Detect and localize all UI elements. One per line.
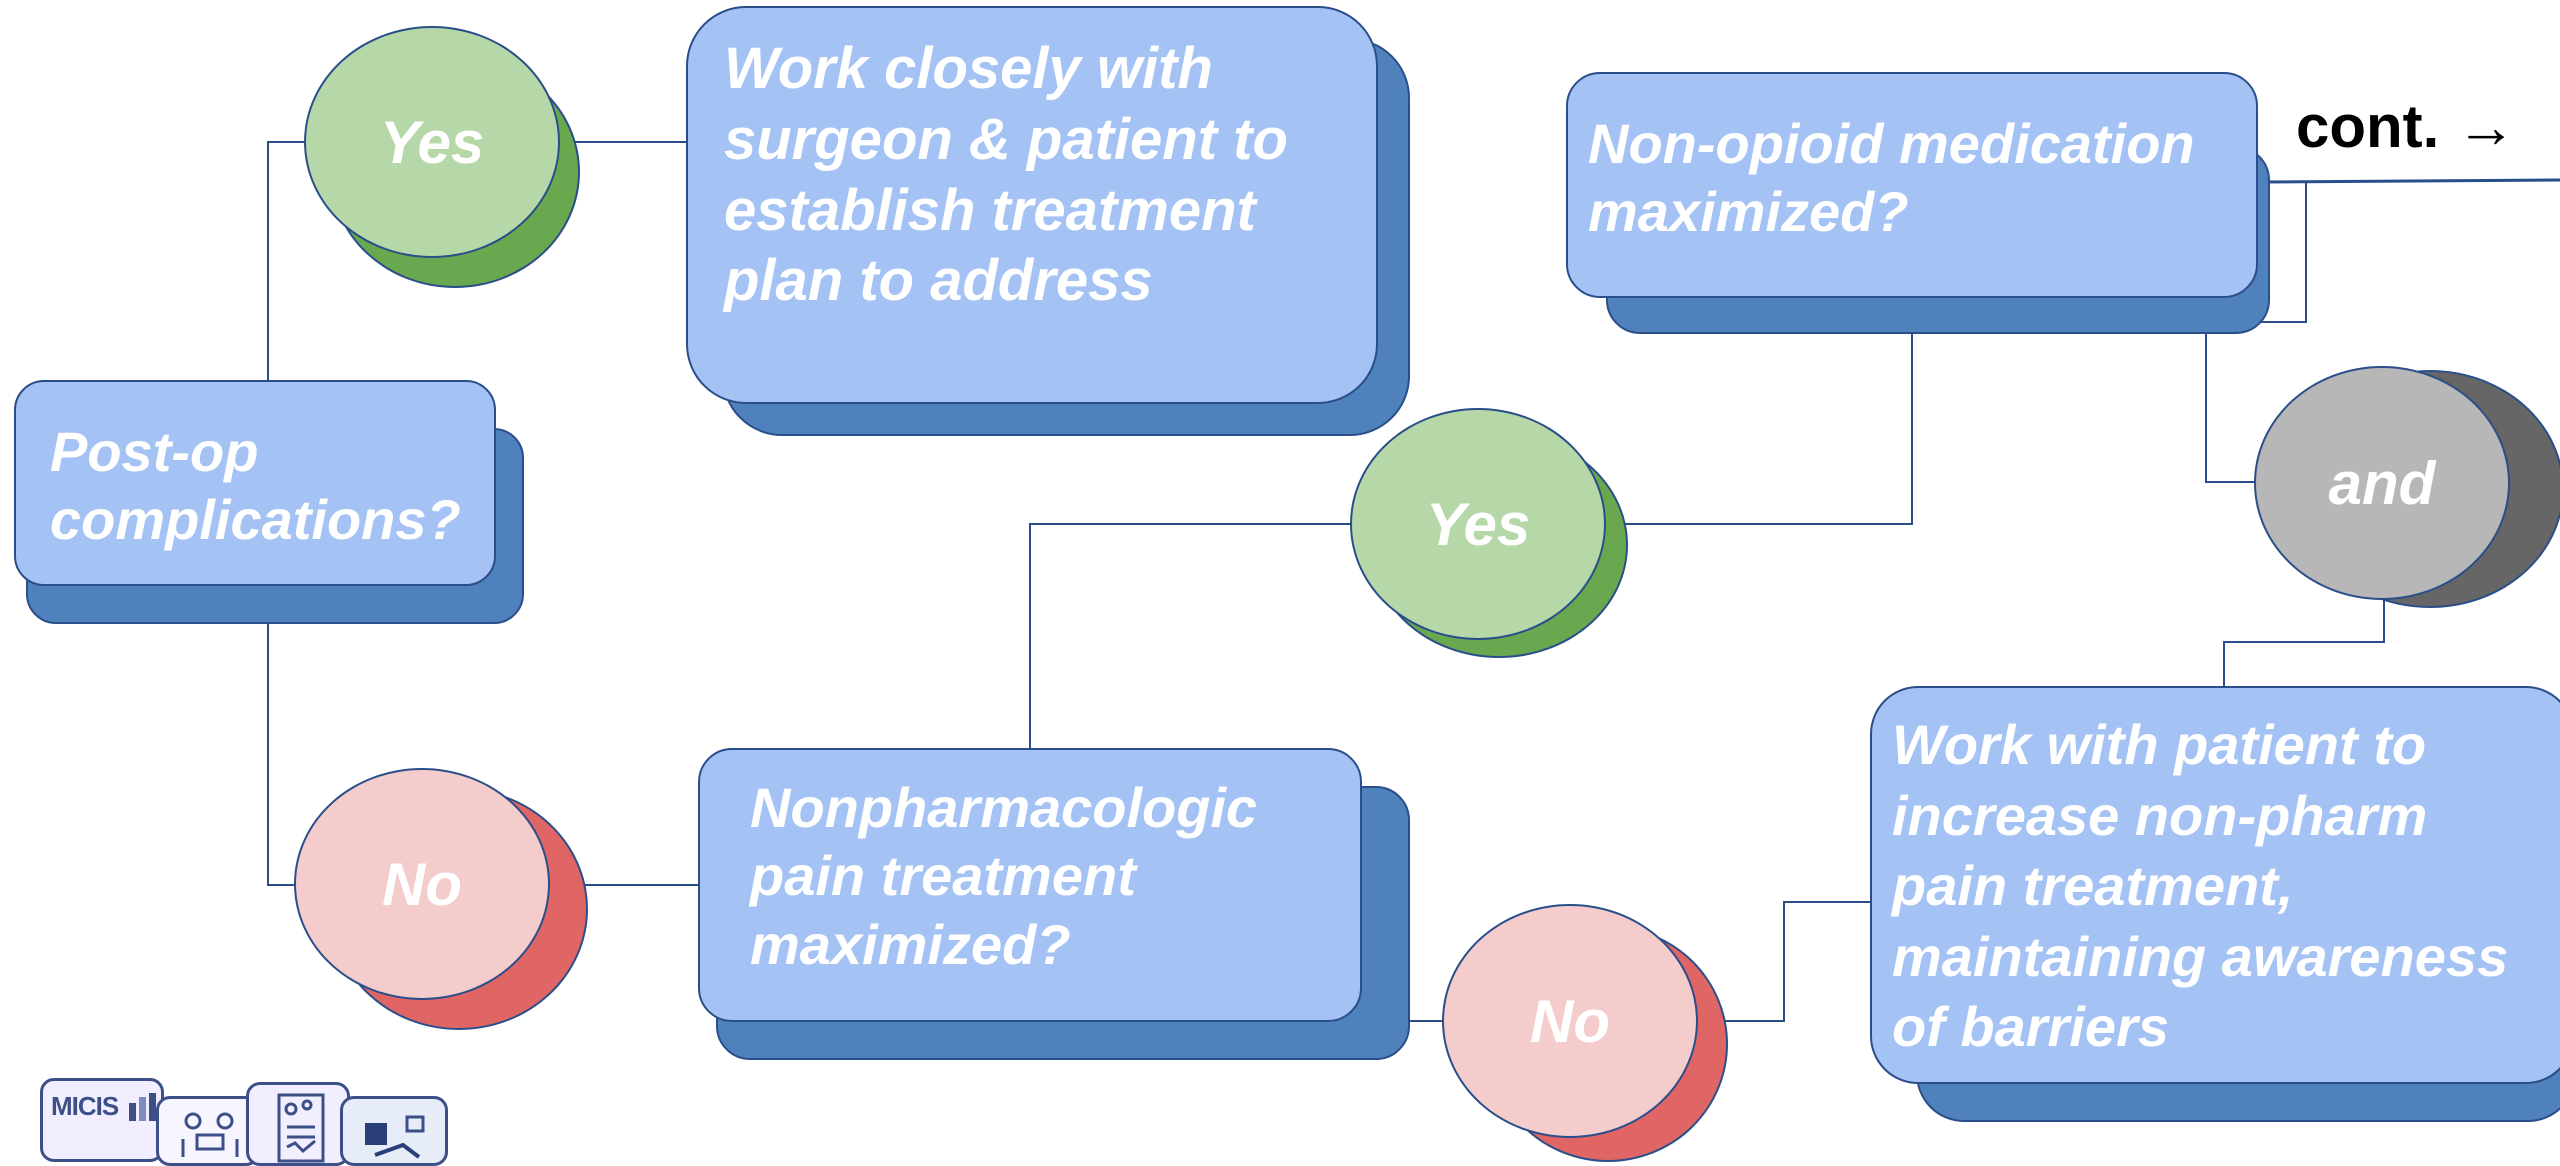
connector-nonopioid-to-cont — [2261, 178, 2560, 184]
connector-nonpharm-to-yes — [1029, 523, 1354, 748]
and-label: and — [2328, 449, 2436, 517]
connector-no-to-workpatient — [1696, 901, 1872, 1022]
nonopioid-maximized-box: Non-opioid medication maximized? — [1566, 72, 2258, 298]
no-left-oval: No — [294, 768, 550, 1000]
no-right-oval: No — [1442, 904, 1698, 1138]
yes-top-label: Yes — [379, 108, 485, 176]
micis-logo: MICIS — [40, 1078, 460, 1166]
checklist-icon — [246, 1082, 350, 1166]
yes-mid-label: Yes — [1425, 490, 1531, 558]
work-with-patient-box: Work with patient to increase non-pharm … — [1870, 686, 2560, 1084]
post-op-complications-box: Post-op complications? — [14, 380, 496, 586]
yes-top-oval: Yes — [304, 26, 560, 258]
no-right-label: No — [1530, 987, 1610, 1055]
micis-logo-tile: MICIS — [40, 1078, 164, 1162]
connector-postop-to-no — [267, 588, 298, 886]
connector-postop-to-yes — [267, 141, 308, 388]
micis-logo-text: MICIS — [51, 1091, 119, 1121]
nonpharm-maximized-box: Nonpharmacologic pain treatment maximize… — [698, 748, 1362, 1022]
connector-and-to-workpatient — [2223, 600, 2385, 686]
continue-label: cont. → — [2296, 93, 2516, 160]
connector-yes-to-nonopioid — [1606, 278, 1913, 525]
meeting-icon — [156, 1096, 260, 1166]
no-left-label: No — [382, 850, 462, 918]
chart-icon — [340, 1096, 448, 1166]
and-oval: and — [2254, 366, 2510, 600]
micis-bars-icon — [129, 1093, 156, 1121]
surgeon-plan-box: Work closely with surgeon & patient to e… — [686, 6, 1378, 404]
yes-mid-oval: Yes — [1350, 408, 1606, 640]
